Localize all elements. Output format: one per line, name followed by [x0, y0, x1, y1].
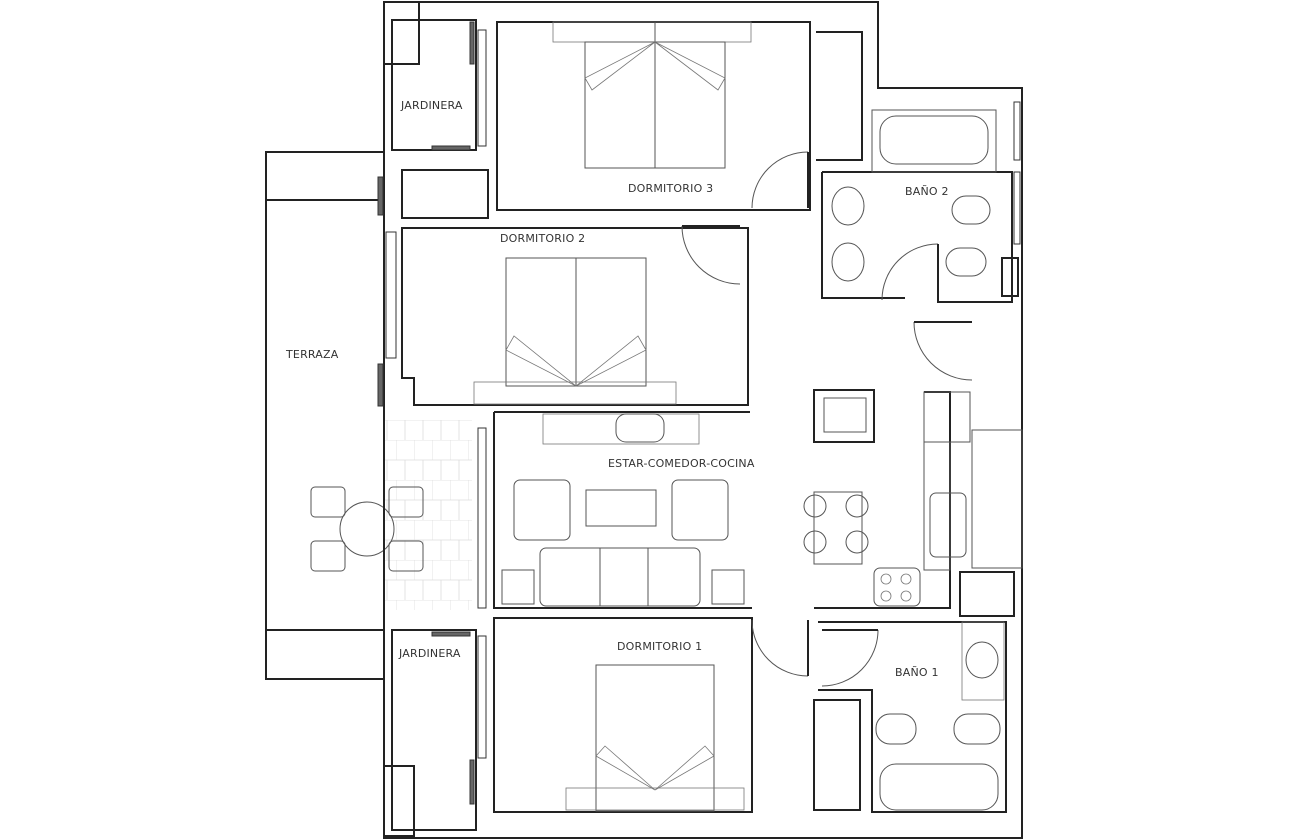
- room-label-estar-comedor-cocina: ESTAR-COMEDOR-COCINA: [608, 457, 755, 470]
- room-label-terraza: TERRAZA: [286, 348, 339, 361]
- planter-top: [383, 1, 477, 151]
- furniture: [473, 21, 1019, 812]
- room-label-dormitorio-3: DORMITORIO 3: [628, 182, 714, 195]
- room-label-bano-2: BAÑO 2: [905, 185, 949, 198]
- terrace: [265, 151, 472, 680]
- walls: [383, 1, 1023, 839]
- room-label-dormitorio-1: DORMITORIO 1: [617, 640, 703, 653]
- room-label-bano-1: BAÑO 1: [895, 666, 939, 679]
- planter-bottom: [383, 629, 477, 837]
- room-label-jardinera-bottom: JARDINERA: [399, 647, 461, 660]
- room-label-dormitorio-2: DORMITORIO 2: [500, 232, 586, 245]
- windows: [377, 29, 1021, 759]
- room-label-jardinera-top: JARDINERA: [401, 99, 463, 112]
- doors: [681, 151, 973, 687]
